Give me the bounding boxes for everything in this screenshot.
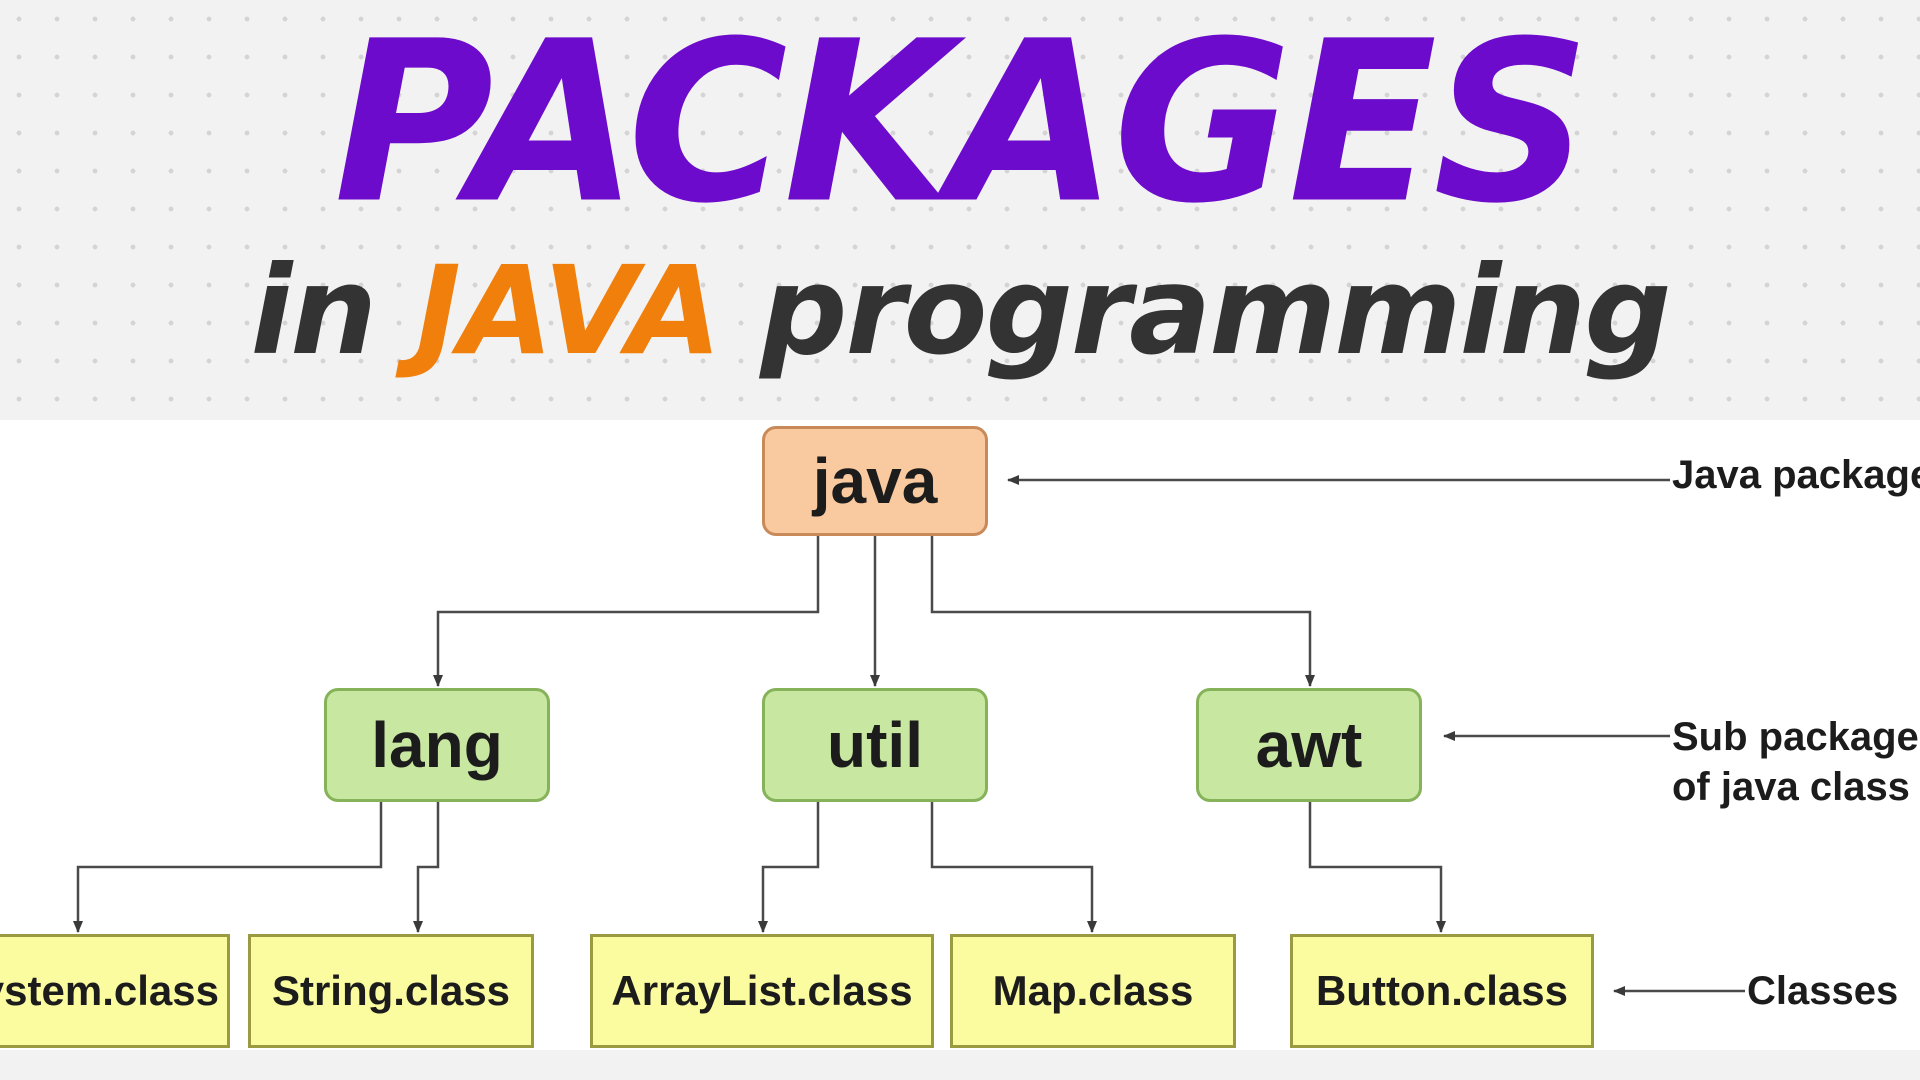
edge-lang-string: [413, 802, 440, 933]
title-word-in: in: [250, 240, 377, 382]
title-word-programming: programming: [760, 240, 1671, 382]
title-subtitle: in JAVA programming: [0, 236, 1920, 386]
label-classes: Classes: [1747, 969, 1899, 1013]
node-map-class: Map.class: [950, 934, 1236, 1048]
title-word-java: JAVA: [415, 240, 722, 382]
edge-util-arraylist: [758, 802, 820, 933]
title-packages: PACKAGES: [333, 0, 1590, 253]
label-sub-packages-line2: of java class: [1672, 765, 1910, 809]
edge-awt-button: [1308, 802, 1446, 933]
edge-java-lang: [433, 536, 820, 687]
node-string-class: String.class: [248, 934, 534, 1048]
label-sub-packages-line1: Sub packages: [1672, 715, 1920, 759]
node-arraylist-class: ArrayList.class: [590, 934, 934, 1048]
node-lang: lang: [324, 688, 550, 802]
node-system-class: System.class: [0, 934, 230, 1048]
node-button-class: Button.class: [1290, 934, 1594, 1048]
edge-lang-system: [73, 802, 383, 933]
node-java: java: [762, 426, 988, 536]
label-java-package: Java package: [1672, 453, 1920, 497]
node-util: util: [762, 688, 988, 802]
edge-util-map: [930, 802, 1097, 933]
node-awt: awt: [1196, 688, 1422, 802]
edge-java-awt: [930, 536, 1315, 687]
